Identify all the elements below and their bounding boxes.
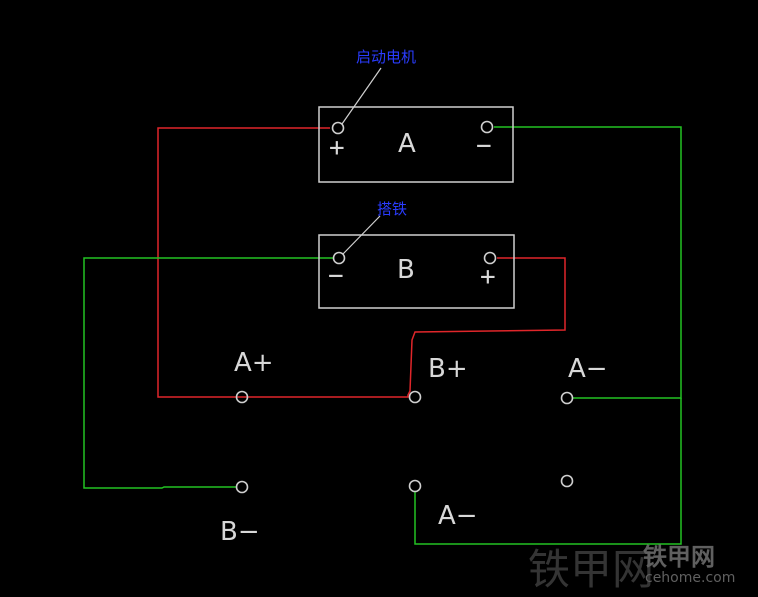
battery-a-plus-sign: +	[329, 133, 345, 163]
watermark-logo-small: 铁甲网	[643, 543, 715, 571]
ground-leader-line	[342, 215, 381, 255]
watermark-logo: 铁甲网	[528, 545, 654, 594]
terminal-block: A+ B+ A− B− A−	[220, 348, 608, 547]
battery-b-plus-sign: +	[480, 262, 496, 292]
starter-motor-leader-line	[341, 67, 382, 125]
ground-label: 搭铁	[377, 200, 407, 218]
terminal-a-minus-top	[560, 391, 574, 405]
terminal-a-minus-top-label: A−	[568, 354, 608, 384]
battery-a-negative-terminal	[480, 120, 494, 134]
battery-b-minus-sign: −	[328, 261, 344, 291]
terminal-a-plus-label: A+	[234, 348, 274, 378]
green-wire-battery-b-negative	[83, 257, 333, 489]
battery-a-body	[318, 106, 514, 183]
terminal-unused	[560, 474, 574, 488]
watermark-url: cehome.com	[645, 570, 735, 586]
battery-b-body	[318, 234, 515, 309]
annotation-starter-motor: 启动电机	[341, 48, 416, 125]
green-wires	[83, 126, 682, 545]
green-wire-battery-a-negative	[494, 126, 682, 399]
battery-b-negative-terminal	[332, 251, 346, 265]
terminal-a-plus	[235, 390, 249, 404]
terminal-b-minus	[235, 480, 249, 494]
red-wires	[157, 127, 566, 398]
battery-b-positive-terminal	[483, 251, 497, 265]
red-wire-battery-a-positive	[157, 127, 566, 398]
battery-a-label: A	[398, 129, 416, 159]
terminal-a-minus-bottom	[408, 479, 422, 493]
starter-motor-label: 启动电机	[356, 48, 416, 66]
battery-b-label: B	[397, 255, 415, 285]
terminal-b-minus-label: B−	[220, 517, 260, 547]
battery-a-minus-sign: −	[476, 131, 492, 161]
green-wire-bottom-return	[414, 398, 682, 545]
terminal-b-plus-label: B+	[428, 354, 468, 384]
watermark: 铁甲网 铁甲网 cehome.com	[528, 543, 735, 594]
battery-a: A + −	[318, 106, 514, 183]
battery-b: B − +	[318, 234, 515, 309]
battery-a-positive-terminal	[331, 121, 345, 135]
terminal-a-minus-bottom-label: A−	[438, 501, 478, 531]
terminal-b-plus	[408, 390, 422, 404]
annotation-ground: 搭铁	[342, 200, 407, 255]
